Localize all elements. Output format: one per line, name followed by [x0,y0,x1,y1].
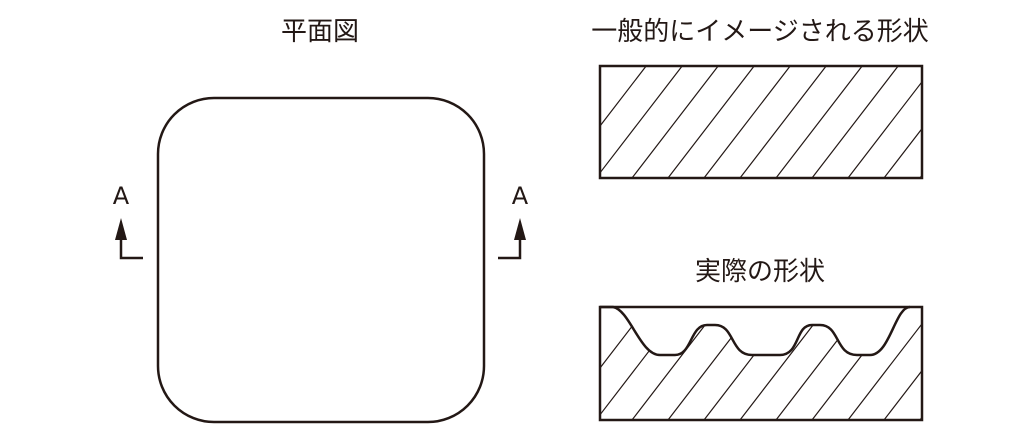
hatch-line [811,307,900,420]
hatch-line [883,307,922,420]
section-label-left: A [113,182,130,210]
hatch-line [631,66,719,178]
arrow-up-icon [115,218,127,240]
ideal-section-rect [598,64,924,180]
hatch-line [775,66,863,178]
hatch-line [956,307,1024,420]
actual-surface-profile [600,305,911,357]
actual-section-title: 実際の形状 [695,257,825,287]
hatch-line [703,66,791,178]
actual-section-rect [598,305,924,422]
hatch-line [600,307,648,420]
hatch-line [739,66,827,178]
ideal-section-title: 一般的にイメージされる形状 [591,17,928,47]
plan-view-rounded-square [156,96,486,424]
hatch-line [956,66,1024,178]
hatch-line [811,66,899,178]
hatch-line [600,66,683,174]
section-marker-right: A [498,182,529,260]
hatch-line [847,80,922,178]
hatch-line [847,307,922,420]
section-label-right: A [512,182,529,210]
section-marker-left: A [113,182,143,260]
ideal-section-hatching [600,66,1024,178]
hatch-line [919,307,922,420]
plan-view-title: 平面図 [281,17,359,47]
hatch-line [600,66,647,127]
hatch-line [919,174,922,178]
arrow-up-icon [514,218,526,240]
hatch-line [883,127,922,178]
hatch-line [600,307,684,420]
hatch-line [667,66,755,178]
